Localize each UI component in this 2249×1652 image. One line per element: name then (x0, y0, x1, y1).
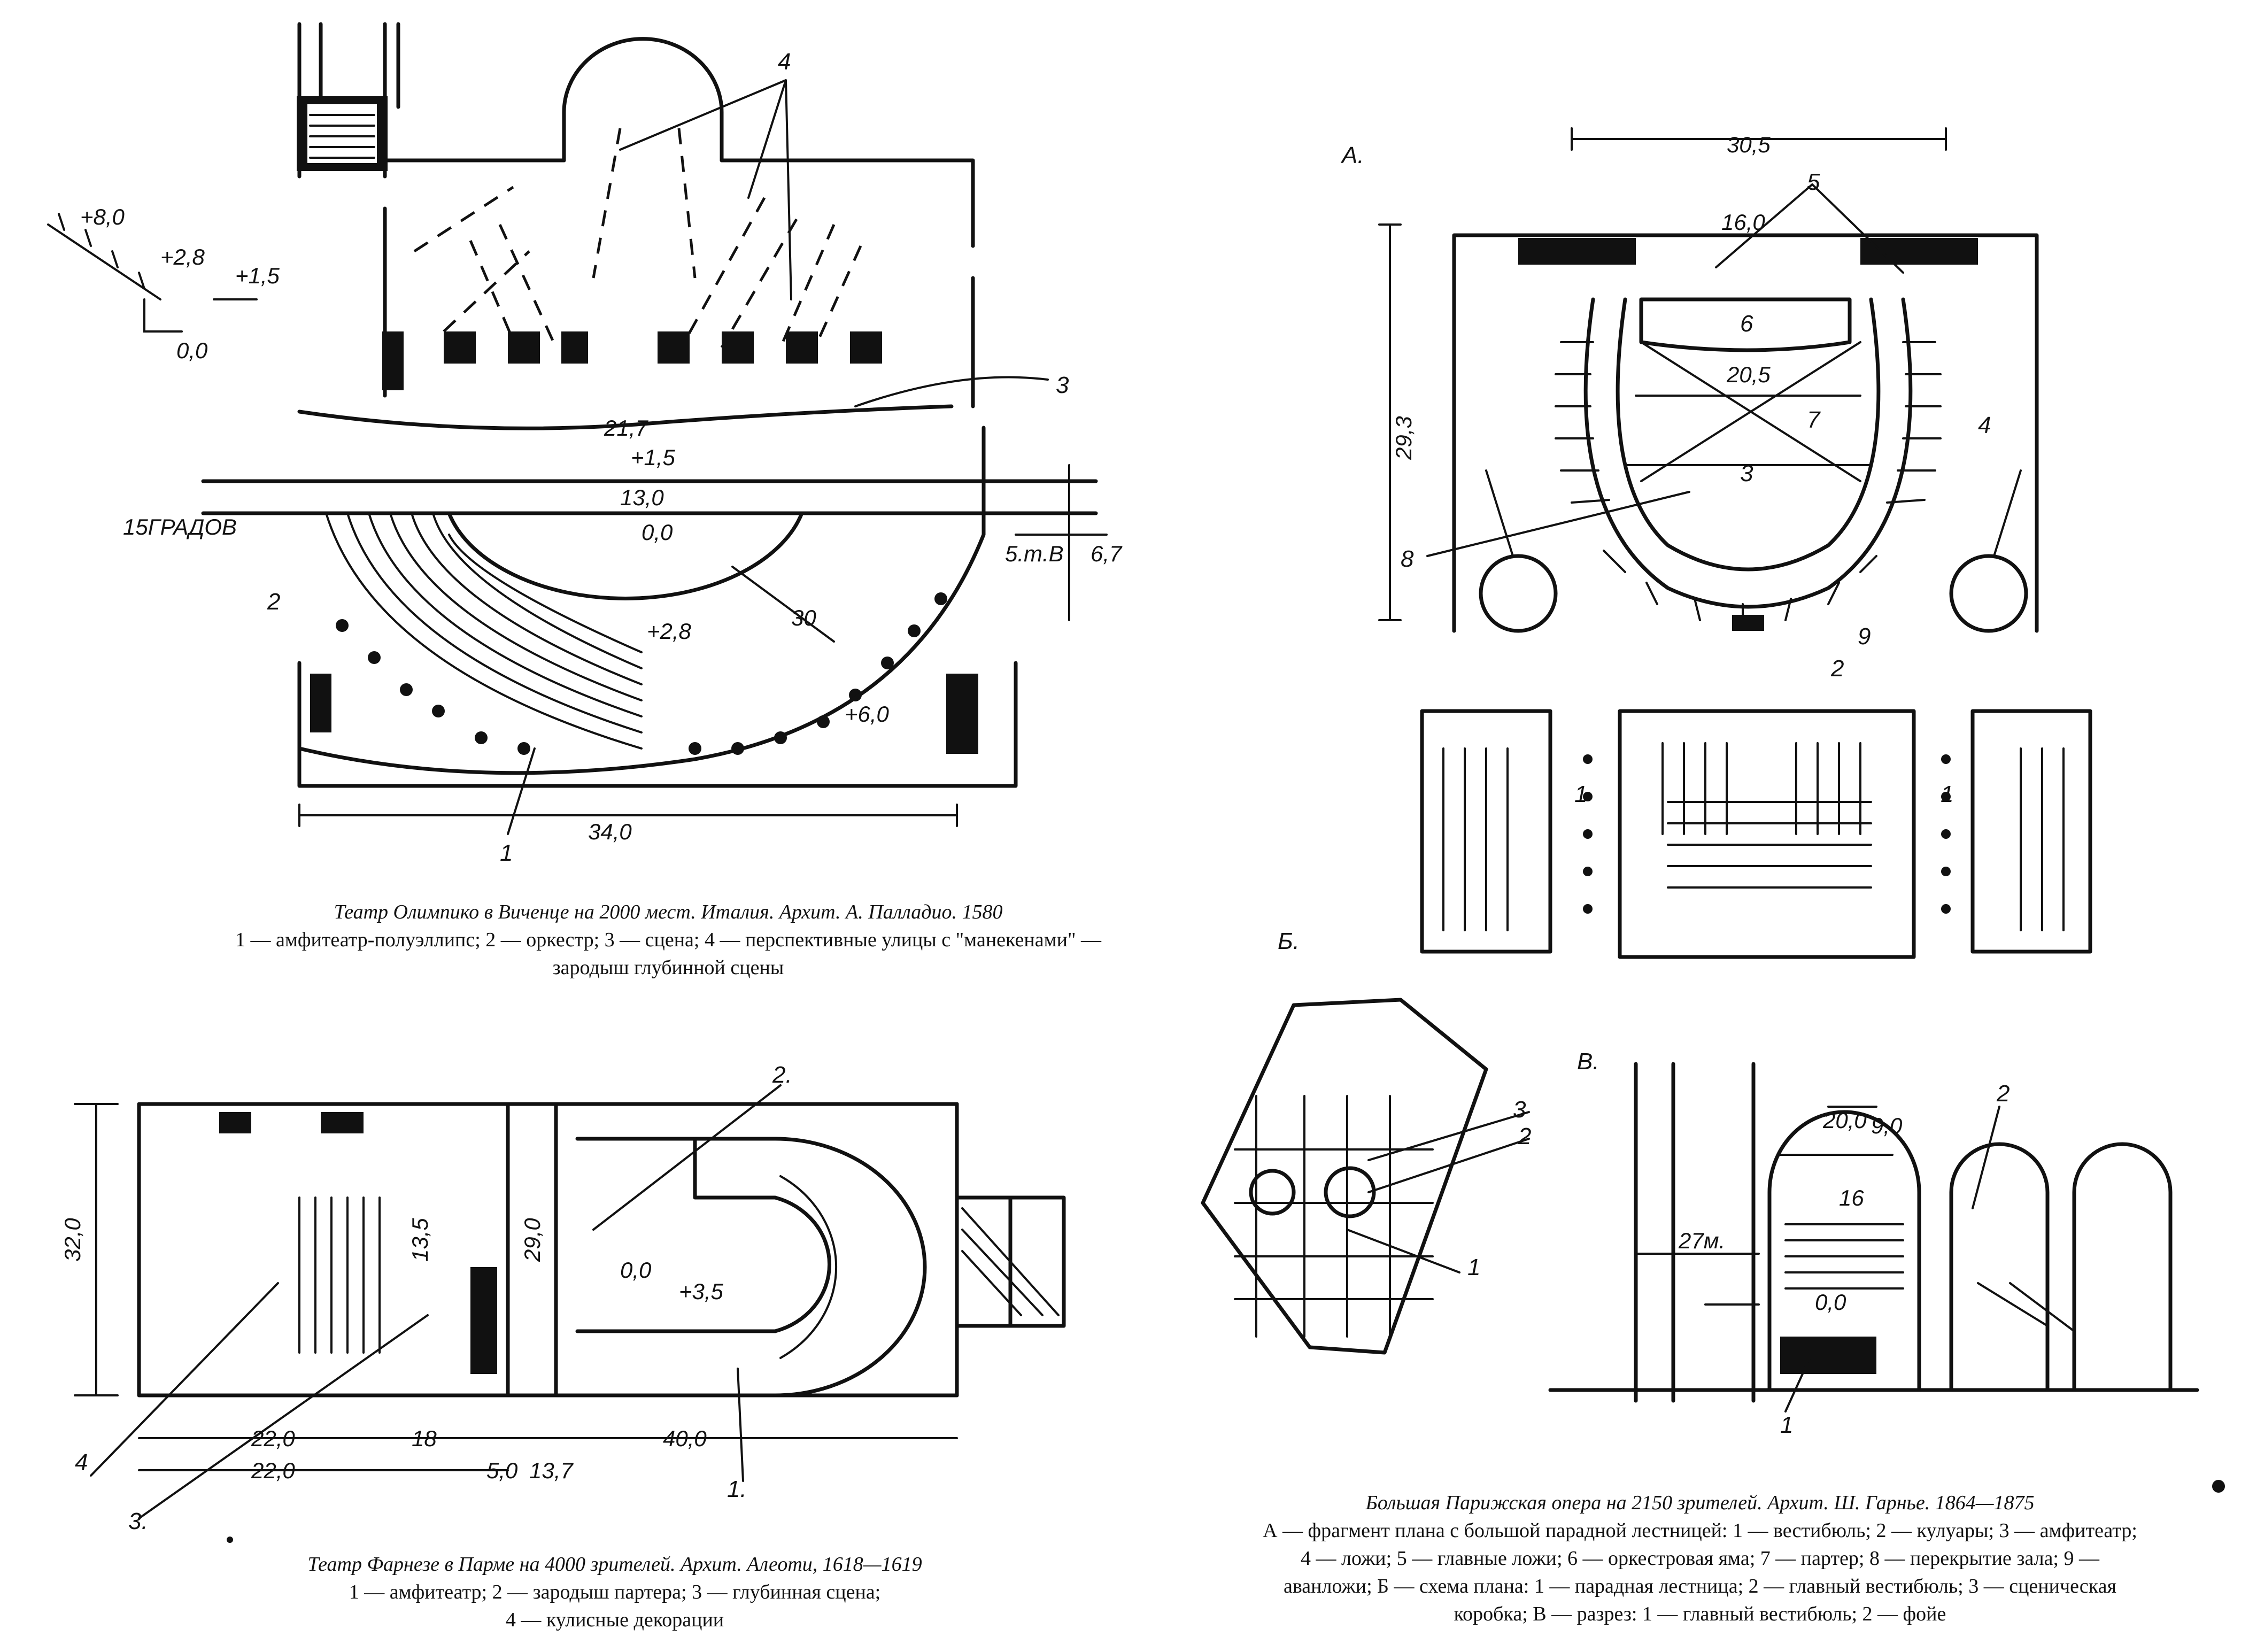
olimpico-dim-r: 30 (791, 605, 816, 630)
paris-plan-b-label-1a: 1 (1574, 781, 1587, 807)
farnese-dim-h2: 22,0 (251, 1426, 295, 1451)
paris-caption-desc-1: А — фрагмент плана с большой парадной ле… (1263, 1519, 2137, 1542)
farnese-plan (74, 1084, 1066, 1519)
paris-section-a: А. (1340, 142, 1364, 168)
stray-dot (2212, 1480, 2225, 1493)
paris-label-3: 3 (1740, 460, 1753, 487)
farnese-dim-a: 29,0 (520, 1218, 545, 1262)
farnese-labels: 2. 1. 3. 4 32,0 22,0 13,5 29,0 18 40,0 2… (60, 1062, 792, 1534)
farnese-dim-h3: 13,5 (407, 1218, 432, 1262)
paris-label-9: 9 (1858, 623, 1871, 650)
olimpico-label-3: 3 (1056, 372, 1069, 398)
olimpico-caption: Театр Олимпико в Виченце на 2000 мест. И… (160, 898, 1176, 982)
olimpico-caption-title: Театр Олимпико в Виченце на 2000 мест. И… (334, 901, 1003, 923)
paris-plan-c-labels: 3 2 1 (1467, 1097, 1531, 1280)
paris-caption: Большая Парижская опера на 2150 зрителей… (1160, 1489, 2240, 1628)
olimpico-dim-c: +1,5 (235, 263, 280, 288)
paris-dim-e: 27м. (1678, 1228, 1725, 1253)
paris-section-label-2: 2 (1996, 1080, 2010, 1107)
paris-dim-g: 16 (1839, 1185, 1864, 1210)
farnese-caption: Театр Фарнезе в Парме на 4000 зрителей. … (160, 1550, 1069, 1634)
paris-label-7: 7 (1807, 407, 1821, 433)
paris-plan-b-label-1b: 1 (1941, 781, 1953, 807)
paris-dim-m: 9,0 (1871, 1113, 1903, 1138)
farnese-dim-c: 40,0 (663, 1426, 707, 1451)
paris-plan-b-labels: Б. 2 1 1 (1278, 655, 1953, 954)
paris-label-4: 4 (1978, 412, 1991, 438)
olimpico-dim-i: +6,0 (845, 701, 890, 727)
olimpico-dim-f: 13,0 (620, 485, 664, 510)
olimpico-dim-g: 0,0 (642, 520, 673, 545)
olimpico-dim-h2: +2,8 (647, 619, 692, 644)
olimpico-caption-desc-1: 1 — амфитеатр-полуэллипс; 2 — оркестр; 3… (235, 929, 1102, 951)
farnese-dim-d: 22,0 (251, 1458, 295, 1483)
paris-dim-d: 20,5 (1726, 362, 1771, 387)
olimpico-dim-a: +8,0 (80, 204, 125, 229)
paris-label-8: 8 (1401, 546, 1414, 572)
paris-caption-desc-3: аванложи; Б — схема плана: 1 — парадная … (1284, 1575, 2116, 1597)
farnese-dim-k: +3,5 (679, 1279, 724, 1304)
paris-plan-b-label-2: 2 (1830, 655, 1844, 682)
paris-plan-c (1201, 998, 1530, 1355)
olimpico-label-2: 2 (267, 589, 280, 615)
olimpico-label-4: 4 (778, 49, 791, 75)
olimpico-dim-e: +1,5 (631, 445, 676, 470)
paris-caption-title: Большая Парижская опера на 2150 зрителей… (1365, 1492, 2035, 1514)
paris-section-v: В. (1577, 1048, 1599, 1075)
paris-section-label-1: 1 (1780, 1412, 1793, 1438)
olimpico-dim-s: 5.m.B (1005, 541, 1064, 566)
stray-dot-2 (227, 1537, 233, 1543)
farnese-dim-e: 5,0 (486, 1458, 518, 1483)
olimpico-label-1: 1 (500, 840, 513, 866)
olimpico-dim-width: 21,7 (604, 415, 648, 441)
olimpico-dim-b: +2,8 (160, 244, 205, 269)
farnese-label-1: 1. (727, 1476, 747, 1502)
paris-plan-b (1420, 709, 2092, 959)
paris-plan-a-labels: А. 5 6 7 3 4 8 9 30,5 29,3 16,0 20,5 (1340, 132, 1991, 650)
olimpico-labels: 4 2 1 3 21,7 34,0 6,7 30 15ГРАДОВ 5.m.B … (80, 49, 1123, 866)
farnese-dim-g: 0,0 (620, 1257, 652, 1283)
paris-caption-desc-4: коробка; В — разрез: 1 — главный вестибю… (1454, 1603, 1946, 1625)
farnese-caption-title: Театр Фарнезе в Парме на 4000 зрителей. … (307, 1553, 922, 1576)
paris-plan-c-label-3: 3 (1513, 1097, 1526, 1123)
farnese-label-2: 2. (772, 1062, 792, 1088)
paris-label-6: 6 (1740, 311, 1753, 337)
farnese-dim-h: 32,0 (60, 1218, 85, 1262)
olimpico-dim-width2: 34,0 (588, 819, 632, 844)
paris-plan-c-label-2: 2 (1518, 1123, 1531, 1149)
farnese-caption-desc-1: 1 — амфитеатр; 2 — зародыш партера; 3 — … (349, 1581, 881, 1603)
olimpico-plan (47, 22, 1108, 835)
farnese-dim-b: 18 (412, 1426, 437, 1451)
paris-section (1548, 1062, 2199, 1412)
paris-dim-k: 0,0 (1815, 1290, 1846, 1315)
olimpico-caption-desc-2: зародыш глубинной сцены (552, 956, 784, 979)
paris-dim-f: 20,0 (1822, 1108, 1867, 1133)
farnese-dim-f: 13,7 (529, 1458, 574, 1483)
paris-dim-w: 30,5 (1727, 132, 1771, 157)
olimpico-dim-d: 0,0 (176, 338, 208, 363)
paris-dim-h: 29,3 (1391, 416, 1416, 460)
paris-caption-desc-2: 4 — ложи; 5 — главные ложи; 6 — оркестро… (1301, 1547, 2099, 1570)
farnese-caption-desc-2: 4 — кулисные декорации (505, 1609, 724, 1631)
paris-dim-c: 16,0 (1721, 210, 1765, 235)
olimpico-dim-gr: 15ГРАДОВ (123, 514, 237, 539)
olimpico-dim-h: 6,7 (1091, 541, 1123, 566)
farnese-label-4: 4 (75, 1449, 88, 1476)
farnese-label-3: 3. (128, 1508, 148, 1534)
paris-section-b: Б. (1278, 928, 1300, 954)
paris-section-labels: В. 2 1 27м. 20,0 16 0,0 9,0 (1577, 1048, 2010, 1438)
paris-plan-c-label-1: 1 (1467, 1254, 1480, 1280)
paris-label-5: 5 (1807, 169, 1820, 195)
paris-plan-a (1378, 127, 2039, 633)
